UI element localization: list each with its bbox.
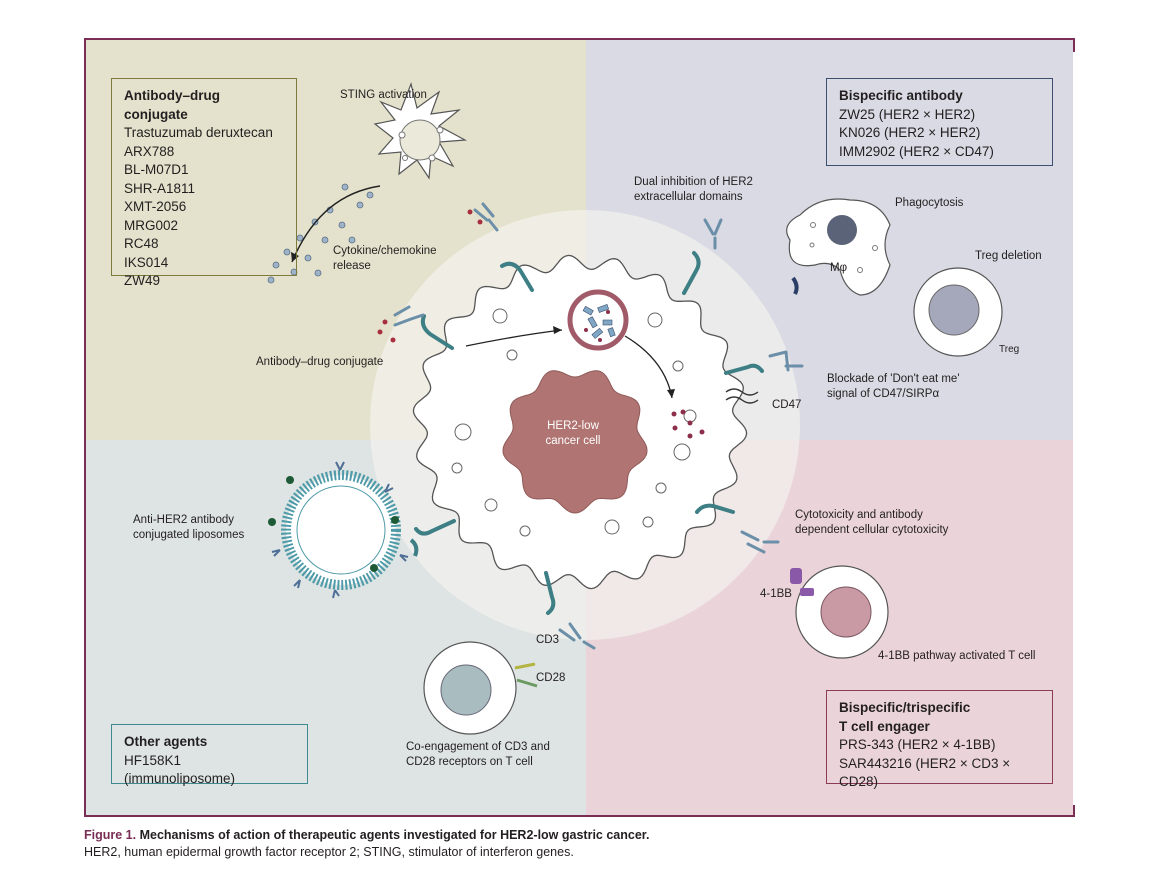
bispecific-item: KN026 (HER2 × HER2) <box>839 125 981 140</box>
cancer-cell-label: HER2-low cancer cell <box>512 419 634 449</box>
cd47-receptor <box>725 388 759 404</box>
bispecific-box-title: Bispecific antibody <box>839 88 963 103</box>
dual-inhibition-label-2: extracellular domains <box>634 191 743 203</box>
figure-title: Mechanisms of action of therapeutic agen… <box>139 828 650 842</box>
adc-agent-box: Antibody–drug conjugate Trastuzumab deru… <box>111 78 297 288</box>
treg-deletion-label: Treg deletion <box>975 250 1042 262</box>
adc-item: BL-M07D1 <box>124 162 189 177</box>
adc-item: SHR-A1811 <box>124 180 196 196</box>
cytotoxicity-label-1: Cytotoxicity and antibody <box>795 509 923 521</box>
treg-label: Treg <box>999 344 1020 355</box>
adc-item: XMT-2056 <box>124 199 187 214</box>
adc-item: Trastuzumab deruxtecan <box>124 125 273 140</box>
coengagement-label-1: Co-engagement of CD3 and <box>406 741 550 753</box>
other-agents-box: Other agents HF158K1 (immunoliposome) <box>111 724 308 786</box>
internalization-arrow <box>465 329 563 347</box>
tce-box-title-2: T cell engager <box>839 718 930 734</box>
bispecific-item: IMM2902 (HER2 × CD47) <box>839 143 994 159</box>
cell-vesicles <box>451 308 697 537</box>
blockade-label-2: signal of CD47/SIRPα <box>827 388 940 400</box>
figure-caption: Figure 1. Mechanisms of action of therap… <box>84 827 649 861</box>
cytokine-label-1: Cytokine/chemokine <box>333 245 437 257</box>
caption-title-line: Figure 1. Mechanisms of action of therap… <box>84 827 649 844</box>
sting-label: STING activation <box>340 89 427 101</box>
caption-text: HER2, human epidermal growth factor rece… <box>84 845 574 859</box>
figure-frame <box>84 38 1075 817</box>
figure-number: Figure 1. <box>84 828 137 842</box>
phagocytosis-label: Phagocytosis <box>895 197 964 209</box>
cytokine-arrow <box>291 185 381 263</box>
4-1bb-label: 4-1BB <box>760 588 792 600</box>
liposome-label-2: conjugated liposomes <box>133 529 245 541</box>
bispecific-item: ZW25 (HER2 × HER2) <box>839 106 976 122</box>
tce-item: SAR443216 (HER2 × CD3 × CD28) <box>839 755 1011 790</box>
adc-item: IKS014 <box>124 254 169 270</box>
adc-item: RC48 <box>124 236 159 251</box>
4-1bb-t-cell-label: 4-1BB pathway activated T cell <box>878 650 1036 662</box>
other-box-title: Other agents <box>124 734 208 749</box>
adc-item: ARX788 <box>124 143 175 159</box>
frame-tick-bottom <box>1073 805 1075 817</box>
dual-inhibition-label-1: Dual inhibition of HER2 <box>634 176 753 188</box>
cd28-label: CD28 <box>536 672 566 684</box>
cancer-cell-label-2: cancer cell <box>545 435 601 447</box>
frame-tick-top <box>1073 38 1075 52</box>
cytokine-label-2: release <box>333 260 371 272</box>
adc-label: Antibody–drug conjugate <box>256 356 384 368</box>
tce-box-title-1: Bispecific/trispecific <box>839 700 971 715</box>
other-item: HF158K1 (immunoliposome) <box>124 752 236 787</box>
macrophage-label: Mφ <box>830 262 848 274</box>
adc-item: MRG002 <box>124 217 179 233</box>
coengagement-label-2: CD28 receptors on T cell <box>406 756 533 768</box>
bispecific-agent-box: Bispecific antibody ZW25 (HER2 × HER2) K… <box>826 78 1053 166</box>
tce-item: PRS-343 (HER2 × 4-1BB) <box>839 737 996 752</box>
cytotoxicity-label-2: dependent cellular cytotoxicity <box>795 524 949 536</box>
cd47-label: CD47 <box>772 399 802 411</box>
cd3-label: CD3 <box>536 634 560 646</box>
cytokine-dots <box>267 183 374 284</box>
t-cell-engager-box: Bispecific/trispecific T cell engager PR… <box>826 690 1053 789</box>
released-payload <box>671 409 705 439</box>
blockade-label-1: Blockade of 'Don't eat me' <box>827 373 960 385</box>
adc-box-title: Antibody–drug conjugate <box>124 88 220 122</box>
cancer-cell-nucleus <box>502 370 648 514</box>
her2-receptors <box>414 251 764 615</box>
cancer-cell-label-1: HER2-low <box>547 420 599 432</box>
liposome-label-1: Anti-HER2 antibody <box>133 514 234 526</box>
antibody-icons <box>393 202 804 650</box>
adc-item: ZW49 <box>124 273 161 288</box>
